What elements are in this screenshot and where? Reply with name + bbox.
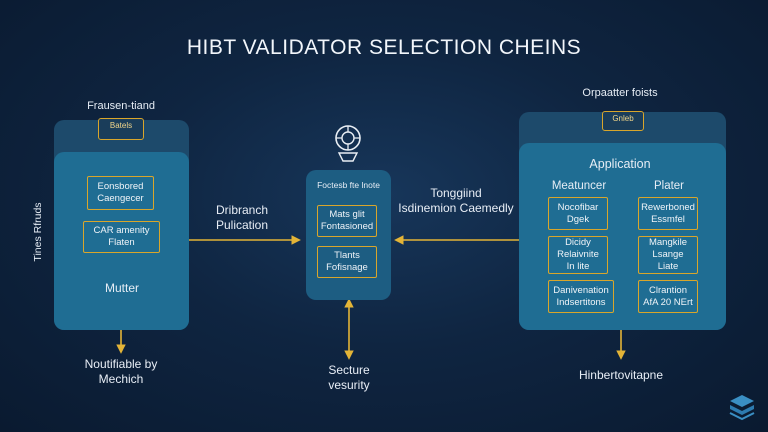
brand-logo-icon <box>727 393 757 421</box>
right-box3-line1: Mangkile <box>648 237 688 248</box>
center-bottom-label: Secture vesurity <box>304 363 394 393</box>
left-bottom-line2: Mechich <box>98 372 144 386</box>
right-box1-line2: Essmfel <box>651 213 685 225</box>
right-panel-icon: Gnleb <box>602 111 644 131</box>
left-panel-inner <box>54 152 189 330</box>
center-box-tlants: Tlants Fofisnage <box>317 246 377 278</box>
right-box3-line2: Lsange <box>652 249 684 260</box>
validator-node-icon <box>331 121 365 163</box>
left-main-label: Mutter <box>104 281 139 295</box>
right-box5-line2: AfA 20 NErt <box>643 296 693 308</box>
center-box2-line1: Tlants <box>334 250 360 261</box>
left-panel-icon: Batels <box>98 118 144 140</box>
left-bottom-label: Noutifiable by Mechich <box>66 357 176 387</box>
center-header: Foctesb fte lnote <box>317 180 380 190</box>
left-side-label: Tines Rfruds <box>32 202 44 262</box>
center-bottom-line1: Secture <box>328 363 370 377</box>
left-box1-line1: Eonsbored <box>97 181 144 192</box>
right-col2-header: Plater <box>653 180 685 192</box>
right-box4-line2: Indsertitons <box>556 296 606 308</box>
left-box2-line2: Flaten <box>108 237 135 248</box>
right-box-clrantion: Clrantion AfA 20 NErt <box>638 280 698 313</box>
right-box1-line1: Rewerboned <box>641 201 695 213</box>
center-box-mats-glit: Mats glit Fontasioned <box>317 205 377 237</box>
right-col1-header: Meatuncer <box>551 180 607 192</box>
left-icon-label: Batels <box>109 121 133 130</box>
right-box2-line2: Relaivnite <box>557 249 599 260</box>
left-link-label: Dribranch Pulication <box>196 203 288 233</box>
left-box2-line1: CAR amenity <box>93 225 150 236</box>
right-box-nocofibar: Nocofibar Dgek <box>548 197 608 230</box>
right-box-danivenation: Danivenation Indsertitons <box>548 280 614 313</box>
right-header: Application <box>589 157 651 171</box>
center-box1-line2: Fontasioned <box>320 221 374 232</box>
right-box-dicidy: Dicidy Relaivnite In lite <box>548 236 608 274</box>
right-box2-line1: Dicidy <box>565 237 591 248</box>
right-box-rewerboned: Rewerboned Essmfel <box>638 197 698 230</box>
right-box-mangkile: Mangkile Lsange Liate <box>638 236 698 274</box>
right-box3-line3: Liate <box>657 261 679 272</box>
right-top-label: Orpaatter foists <box>582 87 658 99</box>
right-link-line1: Tonggiind <box>430 186 482 200</box>
right-bottom-label: Hinbertovitapne <box>578 368 664 382</box>
left-link-line2: Pulication <box>215 218 269 232</box>
center-box1-line1: Mats glit <box>329 209 365 220</box>
right-box0-line1: Nocofibar <box>557 201 599 213</box>
right-link-line2: Isdinemion Caemedly <box>398 201 514 215</box>
right-box5-line1: Clrantion <box>648 284 688 296</box>
left-top-label: Frausen-tiand <box>87 100 155 112</box>
diagram-title: HIBT VALIDATOR SELECTION CHEINS <box>186 36 582 59</box>
left-bottom-line1: Noutifiable by <box>84 357 158 371</box>
right-icon-label: Gnleb <box>612 114 634 123</box>
right-box4-line1: Danivenation <box>553 284 609 296</box>
right-box0-line2: Dgek <box>566 213 590 225</box>
left-box-car-amenity: CAR amenity Flaten <box>83 221 160 253</box>
left-box1-line2: Caengecer <box>97 193 144 204</box>
right-link-label: Tonggiind Isdinemion Caemedly <box>392 186 520 216</box>
center-bottom-line2: vesurity <box>328 378 370 392</box>
left-link-line1: Dribranch <box>215 203 269 217</box>
left-box-eonsbored: Eonsbored Caengecer <box>87 176 154 210</box>
center-box2-line2: Fofisnage <box>326 262 368 273</box>
right-box2-line3: In lite <box>566 261 590 272</box>
